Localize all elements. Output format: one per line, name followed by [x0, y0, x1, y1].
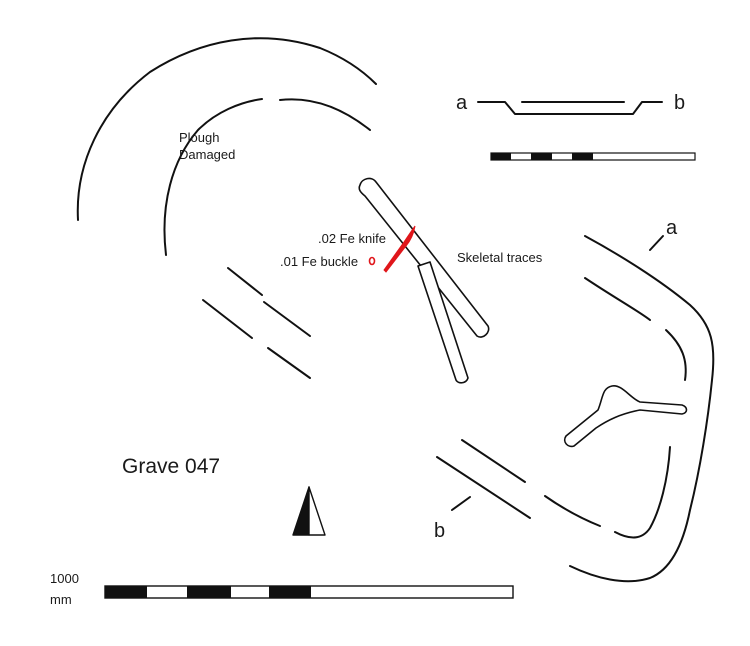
fe-buckle: [368, 256, 376, 266]
north-arrow-icon: [292, 486, 326, 536]
section-b-label: b: [674, 92, 685, 114]
section-profile: [477, 101, 663, 115]
plan-a-label: a: [666, 217, 678, 239]
buckle-label: .01 Fe buckle: [280, 254, 358, 269]
finds: [368, 225, 416, 273]
fe-knife: [383, 225, 416, 273]
plan-b-label: b: [434, 520, 445, 542]
main-scale-bar: [104, 585, 514, 599]
damaged-label: Damaged: [179, 147, 235, 162]
grave-cut-outline-lower: [436, 235, 715, 583]
knife-label: .02 Fe knife: [318, 231, 386, 246]
scale-value-label: 1000: [50, 571, 79, 586]
section-a-label: a: [456, 92, 468, 114]
skeletal-traces: [358, 177, 688, 448]
skeletal-traces-label: Skeletal traces: [457, 250, 543, 265]
grave-cut-outline-upper: [76, 37, 377, 379]
scale-unit-label: mm: [50, 592, 72, 607]
section-scale-bar: [490, 152, 696, 161]
grave-title: Grave 047: [122, 455, 220, 478]
plough-label: Plough: [179, 130, 219, 145]
